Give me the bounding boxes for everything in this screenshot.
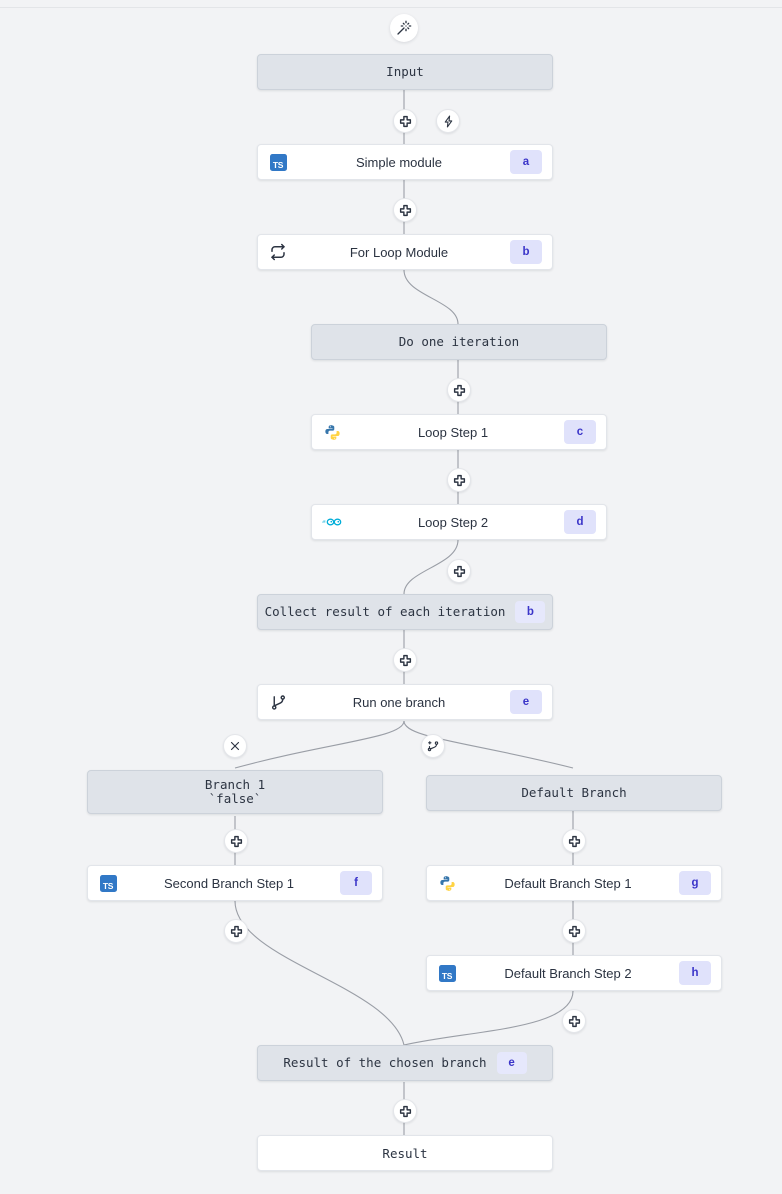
plus-icon xyxy=(399,115,411,127)
node-for-loop-module[interactable]: For Loop Module b xyxy=(257,234,553,270)
node-default-branch-step-2[interactable]: TS Default Branch Step 2 h xyxy=(426,955,722,991)
add-step-after-simple-module-button[interactable] xyxy=(393,198,417,222)
node-default-branch-step-1-badge: g xyxy=(679,871,711,895)
node-simple-module-badge: a xyxy=(510,150,542,174)
edge-run-one-branch-to-branch-1 xyxy=(234,720,405,769)
plus-icon xyxy=(230,835,242,847)
python-icon xyxy=(437,873,457,893)
node-collect-result[interactable]: Collect result of each iteration b xyxy=(257,594,553,630)
node-loop-step-2-label: Loop Step 2 xyxy=(417,514,489,530)
node-simple-module-label: Simple module xyxy=(356,154,442,170)
node-second-branch-step-1-badge: f xyxy=(340,871,372,895)
magic-wand-icon xyxy=(397,20,412,35)
node-loop-step-2[interactable]: Loop Step 2 d xyxy=(311,504,607,540)
node-loop-step-2-badge: d xyxy=(564,510,596,534)
add-step-after-collect-result-button[interactable] xyxy=(393,648,417,672)
add-step-after-do-one-iteration-button[interactable] xyxy=(447,378,471,402)
add-trigger-button[interactable] xyxy=(436,109,460,133)
plus-icon xyxy=(399,654,411,666)
python-icon xyxy=(322,422,342,442)
add-step-after-second-branch-step-1-button[interactable] xyxy=(224,919,248,943)
git-branch-icon xyxy=(268,692,288,712)
plus-icon xyxy=(230,925,242,937)
node-input[interactable]: Input xyxy=(257,54,553,90)
node-branch-1-label: Branch 1 `false` xyxy=(204,777,266,806)
plus-icon xyxy=(453,384,465,396)
top-divider xyxy=(0,7,782,8)
add-step-after-loop-step-2-button[interactable] xyxy=(447,559,471,583)
node-run-one-branch[interactable]: Run one branch e xyxy=(257,684,553,720)
lightning-bolt-icon xyxy=(444,115,452,127)
node-result[interactable]: Result xyxy=(257,1135,553,1171)
plus-icon xyxy=(568,1015,580,1027)
node-input-label: Input xyxy=(386,64,424,79)
branch-plus-icon xyxy=(427,741,439,752)
node-do-one-iteration-label: Do one iteration xyxy=(398,334,520,349)
node-collect-result-label: Collect result of each iteration xyxy=(264,604,506,619)
node-default-branch[interactable]: Default Branch xyxy=(426,775,722,811)
plus-icon xyxy=(453,474,465,486)
plus-icon xyxy=(399,204,411,216)
node-default-branch-step-1[interactable]: Default Branch Step 1 g xyxy=(426,865,722,901)
edge-for-loop-to-do-one-iteration xyxy=(403,269,459,325)
edge-second-branch-step-1-to-result xyxy=(234,900,405,1046)
node-loop-step-1[interactable]: Loop Step 1 c xyxy=(311,414,607,450)
add-branch-button[interactable] xyxy=(421,734,445,758)
typescript-icon: TS xyxy=(98,873,118,893)
node-default-branch-label: Default Branch xyxy=(521,785,627,800)
add-step-after-branch-1-button[interactable] xyxy=(224,829,248,853)
node-simple-module[interactable]: TS Simple module a xyxy=(257,144,553,180)
node-second-branch-step-1[interactable]: TS Second Branch Step 1 f xyxy=(87,865,383,901)
node-loop-step-1-badge: c xyxy=(564,420,596,444)
typescript-icon: TS xyxy=(437,963,457,983)
plus-icon xyxy=(453,565,465,577)
add-step-after-default-branch-button[interactable] xyxy=(562,829,586,853)
add-step-after-default-branch-step-2-button[interactable] xyxy=(562,1009,586,1033)
node-run-one-branch-badge: e xyxy=(510,690,542,714)
node-default-branch-step-2-label: Default Branch Step 2 xyxy=(504,965,632,981)
close-icon xyxy=(230,741,240,751)
plus-icon xyxy=(568,835,580,847)
node-result-of-chosen-branch-badge: e xyxy=(496,1052,527,1074)
go-icon xyxy=(322,512,342,532)
magic-wand-button[interactable] xyxy=(390,14,418,42)
node-result-of-chosen-branch-label: Result of the chosen branch xyxy=(283,1055,487,1070)
node-result-of-chosen-branch[interactable]: Result of the chosen branch e xyxy=(257,1045,553,1081)
remove-branch-button[interactable] xyxy=(223,734,247,758)
node-second-branch-step-1-label: Second Branch Step 1 xyxy=(163,875,295,891)
add-step-after-default-branch-step-1-button[interactable] xyxy=(562,919,586,943)
node-for-loop-module-label: For Loop Module xyxy=(349,244,449,260)
plus-icon xyxy=(568,925,580,937)
node-default-branch-step-1-label: Default Branch Step 1 xyxy=(504,875,632,891)
node-loop-step-1-label: Loop Step 1 xyxy=(417,424,489,440)
add-step-after-result-of-chosen-branch-button[interactable] xyxy=(393,1099,417,1123)
typescript-icon: TS xyxy=(268,152,288,172)
node-collect-result-badge: b xyxy=(515,601,546,623)
edge-default-branch-step-2-to-result xyxy=(403,990,574,1046)
node-for-loop-module-badge: b xyxy=(510,240,542,264)
node-branch-1[interactable]: Branch 1 `false` xyxy=(87,770,383,814)
node-run-one-branch-label: Run one branch xyxy=(352,694,446,710)
loop-icon xyxy=(268,242,288,262)
node-result-label: Result xyxy=(382,1145,428,1161)
node-do-one-iteration[interactable]: Do one iteration xyxy=(311,324,607,360)
add-step-after-loop-step-1-button[interactable] xyxy=(447,468,471,492)
add-step-after-input-button[interactable] xyxy=(393,109,417,133)
node-default-branch-step-2-badge: h xyxy=(679,961,711,985)
plus-icon xyxy=(399,1105,411,1117)
